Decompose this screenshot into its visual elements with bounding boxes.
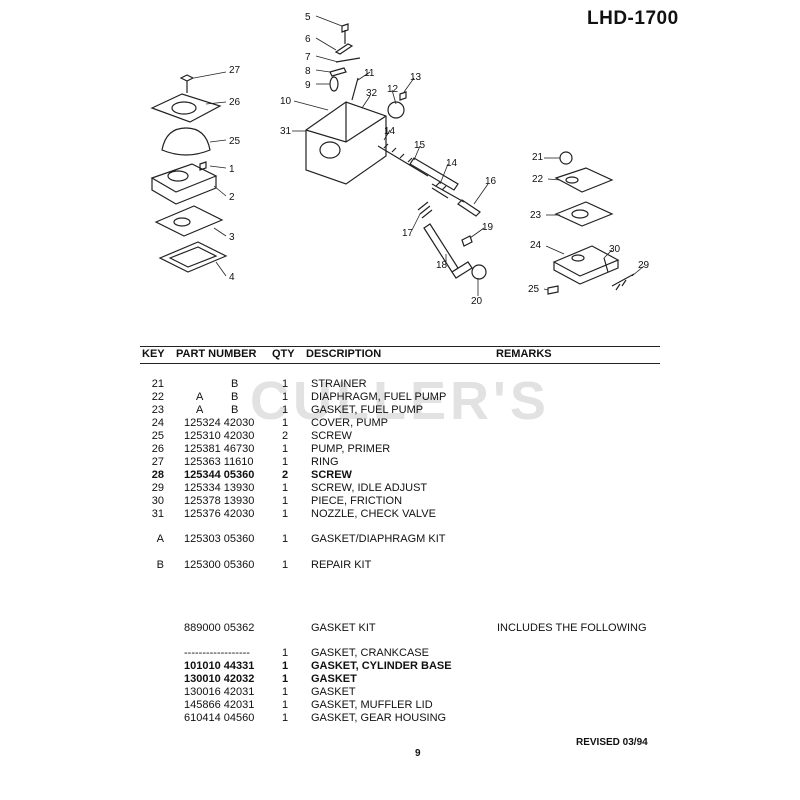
spring-14b [431, 181, 449, 199]
callout-1: 1 [229, 164, 235, 175]
primer-bulb-26 [161, 127, 211, 156]
table-row: 25 125310 42030 2 SCREW [151, 430, 352, 442]
gasket-4 [158, 241, 228, 273]
callout-13: 13 [410, 72, 422, 83]
screw-13 [399, 91, 407, 101]
callout-25: 25 [528, 284, 540, 295]
callout-16: 16 [485, 176, 497, 187]
gasket-3 [154, 205, 224, 237]
screw-29 [611, 273, 635, 291]
callout-23: 23 [530, 210, 542, 221]
diaphragm-22 [554, 167, 614, 193]
table-row: 29 125334 13930 1 SCREW, IDLE ADJUST [151, 482, 428, 494]
strainer-21 [559, 151, 573, 165]
friction-30 [603, 257, 609, 273]
callout-3: 3 [229, 232, 235, 243]
body-31 [305, 101, 387, 185]
table-row: 27 125363 11610 1 RING [151, 456, 339, 468]
table-header-rule [140, 363, 660, 364]
table-row: 28 125344 05360 2 SCREW [151, 469, 352, 481]
table-row: 130016 42031 1 GASKET [184, 686, 356, 698]
gasket-23 [554, 201, 614, 227]
callout-22: 22 [532, 174, 544, 185]
callout-11: 11 [364, 68, 375, 79]
screw-28 [179, 74, 195, 93]
header-part-number: PART NUMBER [176, 348, 257, 360]
callout-18: 18 [436, 260, 448, 271]
spring-9 [329, 76, 339, 92]
revision-date: REVISED 03/94 [576, 737, 648, 748]
callout-4: 4 [229, 272, 235, 283]
callout-19: 19 [482, 222, 494, 233]
table-row: B 125300 05360 1 REPAIR KIT [156, 559, 372, 571]
page-number: 9 [415, 748, 421, 759]
table-row: A 125303 05360 1 GASKET/DIAPHRAGM KIT [156, 533, 446, 545]
spring-17 [417, 201, 433, 219]
callout-9: 9 [305, 80, 311, 91]
table-row: 26 125381 46730 1 PUMP, PRIMER [151, 443, 391, 455]
callout-14: 14 [384, 126, 396, 137]
table-row: 23 A B 1 GASKET, FUEL PUMP [151, 404, 424, 416]
needle-15 [409, 157, 465, 203]
table-row: 22 A B 1 DIAPHRAGM, FUEL PUMP [151, 391, 447, 403]
callout-28: 27 [229, 65, 241, 76]
callout-32: 32 [366, 88, 378, 99]
screw-25 [547, 285, 559, 295]
table-row: 101010 44331 1 GASKET, CYLINDER BASE [184, 660, 452, 672]
header-remarks: REMARKS [496, 348, 552, 360]
table-row: 145866 42031 1 GASKET, MUFFLER LID [184, 699, 433, 711]
ring-27 [150, 93, 222, 123]
table-row: 24 125324 42030 1 COVER, PUMP [151, 417, 389, 429]
table-top-rule [140, 346, 660, 347]
callout-17: 17 [402, 228, 414, 239]
model-title: LHD-1700 [587, 8, 679, 29]
needle-11 [351, 77, 359, 101]
callout-2: 2 [229, 192, 235, 203]
callout-15: 15 [414, 140, 426, 151]
callout-31: 31 [280, 126, 292, 137]
callout-12: 12 [387, 84, 399, 95]
callout-8: 8 [305, 66, 311, 77]
callout-6: 6 [305, 34, 311, 45]
callout-21: 21 [532, 152, 544, 163]
callout-7: 7 [305, 52, 311, 63]
cover-24 [552, 245, 620, 285]
table-row: ------------------ 1 GASKET, CRANKCASE [184, 647, 429, 659]
screw-19 [461, 235, 473, 247]
callout-27: 26 [229, 97, 241, 108]
screw-5 [341, 23, 349, 44]
callout-30: 30 [609, 244, 621, 255]
table-row: 21 B 1 STRAINER [151, 378, 367, 390]
carb-body-2 [150, 163, 218, 205]
callout-24: 24 [530, 240, 542, 251]
header-key: KEY [142, 348, 165, 360]
callout-14b: 14 [446, 158, 458, 169]
nut-20 [471, 264, 487, 280]
disk-12 [387, 101, 405, 119]
screw-1 [199, 161, 207, 171]
table-row: 610414 04560 1 GASKET, GEAR HOUSING [184, 712, 447, 724]
table-row: 130010 42032 1 GASKET [184, 673, 357, 685]
header-qty: QTY [272, 348, 295, 360]
needle-16 [457, 199, 481, 217]
callout-26: 25 [229, 136, 241, 147]
callout-29: 29 [638, 260, 650, 271]
spring-14 [377, 143, 429, 177]
pin-7 [335, 57, 361, 63]
watermark: CULLER'S [250, 371, 550, 431]
table-row: 30 125378 13930 1 PIECE, FRICTION [151, 495, 403, 507]
header-description: DESCRIPTION [306, 348, 382, 360]
lever-6 [334, 43, 354, 55]
arm-8 [329, 67, 347, 77]
lever-18 [423, 223, 473, 279]
callout-10: 10 [280, 96, 292, 107]
table-row: 889000 05362 GASKET KIT INCLUDES THE FOL… [184, 622, 647, 634]
table-row: 31 125376 42030 1 NOZZLE, CHECK VALVE [151, 508, 436, 520]
callout-20: 20 [471, 296, 483, 307]
callout-5: 5 [305, 12, 311, 23]
exploded-parts-diagram: 27 26 25 1 2 3 4 5 6 7 8 9 10 11 12 13 3… [150, 12, 650, 307]
